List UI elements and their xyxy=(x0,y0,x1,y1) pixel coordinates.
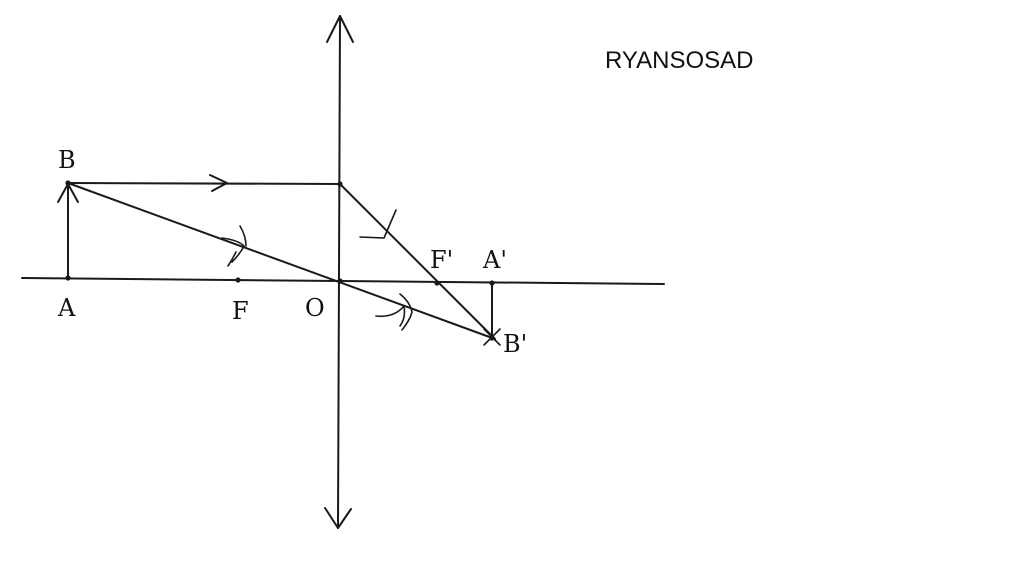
point-O xyxy=(337,278,343,284)
watermark-text: RYANSOSAD xyxy=(605,47,754,74)
point-B xyxy=(65,180,71,186)
label-A: A xyxy=(57,294,76,322)
principal-axis xyxy=(21,277,665,285)
label-O: O xyxy=(305,294,325,322)
point-B-prime xyxy=(489,335,495,341)
label-B: B xyxy=(58,146,76,174)
parallel-ray xyxy=(67,174,496,340)
point-F xyxy=(235,277,241,283)
label-F-prime: F' xyxy=(430,246,453,274)
label-F: F xyxy=(232,297,249,325)
convex-lens xyxy=(324,15,354,529)
point-F-prime xyxy=(434,280,440,286)
point-A-prime xyxy=(489,280,495,286)
object-arrow xyxy=(57,181,79,279)
lens-top-point xyxy=(337,181,343,187)
label-A-prime: A' xyxy=(482,246,507,274)
central-ray xyxy=(67,182,496,340)
label-B-prime: B' xyxy=(503,330,527,358)
axis-points xyxy=(65,180,495,341)
point-A xyxy=(65,275,71,281)
